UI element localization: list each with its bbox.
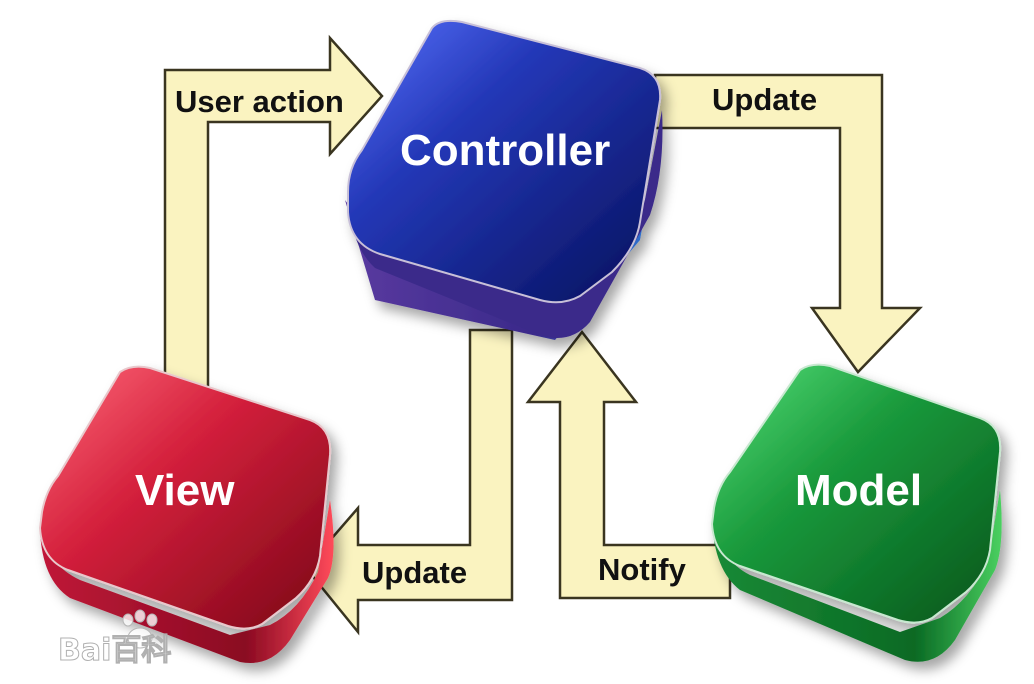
label-update-model: Update xyxy=(712,82,817,117)
controller-label: Controller xyxy=(400,126,610,175)
arrow-notify xyxy=(525,329,732,600)
controller-box-base xyxy=(348,110,663,339)
view-box-top xyxy=(38,365,332,630)
arrows-layer xyxy=(163,34,923,636)
model-box: Model xyxy=(710,363,1002,662)
model-box-top xyxy=(710,363,1002,624)
view-label: View xyxy=(135,466,235,515)
model-label: Model xyxy=(795,466,922,515)
label-user-action: User action xyxy=(175,84,344,119)
arrow-user-action xyxy=(163,34,384,392)
controller-box: Controller xyxy=(345,19,663,340)
watermark: Bai百科 xyxy=(58,609,172,669)
view-box-side xyxy=(40,500,334,664)
paw-icon xyxy=(122,609,158,649)
label-update-view: Update xyxy=(362,555,467,590)
model-box-side xyxy=(712,490,1002,662)
view-box: View xyxy=(38,365,334,664)
arrow-update-view xyxy=(304,328,514,636)
arrow-update-model xyxy=(653,73,923,374)
controller-box-top xyxy=(347,19,662,304)
label-notify: Notify xyxy=(598,552,687,587)
watermark-text: Bai百科 xyxy=(58,633,171,668)
